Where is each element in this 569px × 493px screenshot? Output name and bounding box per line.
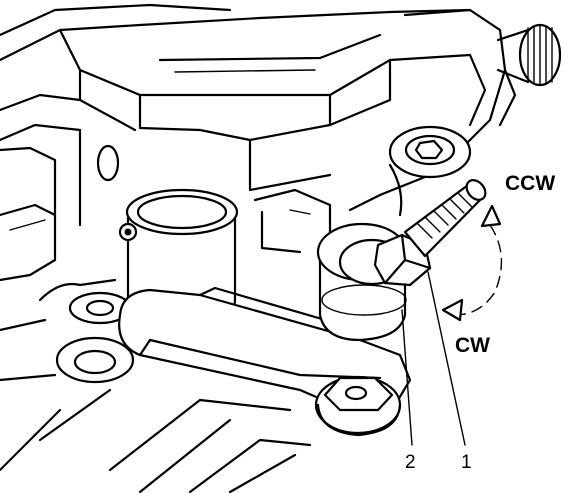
- callout-2-label: 2: [405, 452, 416, 473]
- cap-screw: [388, 125, 472, 179]
- lock-nut: [373, 233, 432, 287]
- rotation-arrows: [441, 204, 503, 322]
- upper-housing: [0, 3, 562, 217]
- lower-frame: [0, 388, 312, 493]
- ccw-arrowhead: [480, 204, 502, 228]
- ccw-label: CCW: [505, 172, 555, 195]
- callout-1-label: 1: [461, 452, 472, 473]
- left-housing: [0, 93, 135, 384]
- callout-leaders: [401, 271, 466, 446]
- adjuster-assembly: [316, 179, 487, 342]
- cw-label: CW: [455, 334, 490, 357]
- lever-nut: [314, 375, 402, 437]
- cw-arrowhead: [441, 298, 464, 322]
- lever-arm: [118, 286, 412, 407]
